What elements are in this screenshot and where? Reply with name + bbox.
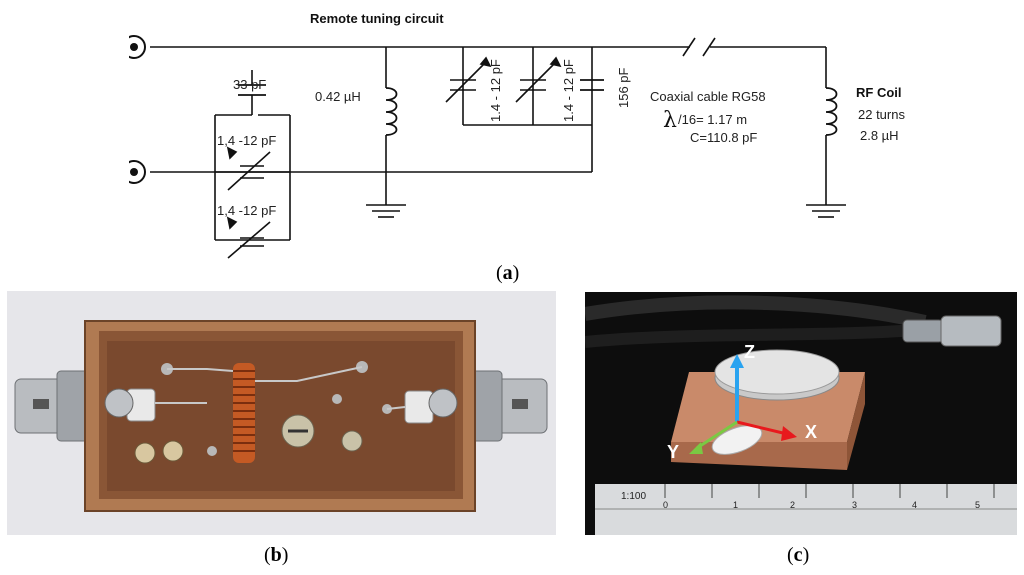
cable-lambda-symbol: λ	[663, 108, 677, 133]
rf-coil-symbol	[825, 87, 838, 136]
cable-length-label: /16= 1.17 m	[678, 112, 747, 127]
y-axis-arrow	[696, 420, 738, 450]
variable-capacitor-c	[445, 56, 492, 103]
ruler-tick-5: 5	[975, 500, 981, 510]
ground-symbol-left	[366, 204, 406, 218]
ruler-tick-3: 3	[852, 500, 858, 510]
trimmer-capacitor-a	[215, 146, 290, 191]
photo-tuning-box	[7, 291, 556, 535]
schematic-diagram: Remote tuning circuit 0.42 µH 33 pF 1,4 …	[122, 11, 905, 259]
rf-coil-title: RF Coil	[856, 85, 902, 100]
trimmer-capacitor-b	[226, 216, 271, 259]
caption-a: (a)	[496, 262, 520, 284]
connector-top	[122, 35, 146, 59]
ruler-tick-1: 1	[733, 500, 739, 510]
cap-var-c-label: 1.4 - 12 pF	[488, 59, 503, 122]
capacitor-156pf	[580, 79, 604, 91]
ruler-tick-4: 4	[912, 500, 918, 510]
variable-capacitor-d	[515, 56, 562, 103]
ruler-tick-2: 2	[790, 500, 796, 510]
cable-capacitance-label: C=110.8 pF	[690, 130, 757, 145]
x-axis-arrow	[736, 420, 788, 436]
caption-b: (b)	[264, 544, 289, 566]
ground-symbol-right	[806, 204, 846, 218]
capacitor-33pf	[238, 84, 266, 96]
cap-var-a-label: 1,4 -12 pF	[217, 133, 276, 148]
ruler-scale-label: 1:100	[621, 491, 647, 502]
photo-rf-coil: Z Y X 1:100 0 1 2 3 4 5	[585, 292, 1017, 535]
rf-coil-turns: 22 turns	[858, 107, 905, 122]
axis-y-label: Y	[667, 442, 680, 462]
ruler-tick-0: 0	[663, 500, 669, 510]
cap-156pf-label: 156 pF	[616, 67, 631, 108]
cap-var-d-label: 1.4 - 12 pF	[561, 59, 576, 122]
cable-name-label: Coaxial cable RG58	[650, 89, 766, 104]
cap-33pf-label: 33 pF	[233, 77, 266, 92]
schematic-title: Remote tuning circuit	[310, 11, 444, 26]
inductor-label: 0.42 µH	[315, 89, 361, 104]
axis-z-label: Z	[744, 342, 755, 362]
rf-coil-inductance: 2.8 µH	[860, 128, 899, 143]
axis-x-label: X	[805, 422, 818, 442]
connector-bottom	[122, 160, 146, 184]
cap-var-b-label: 1,4 -12 pF	[217, 203, 276, 218]
inductor-symbol	[385, 87, 398, 136]
caption-c: (c)	[787, 544, 810, 566]
